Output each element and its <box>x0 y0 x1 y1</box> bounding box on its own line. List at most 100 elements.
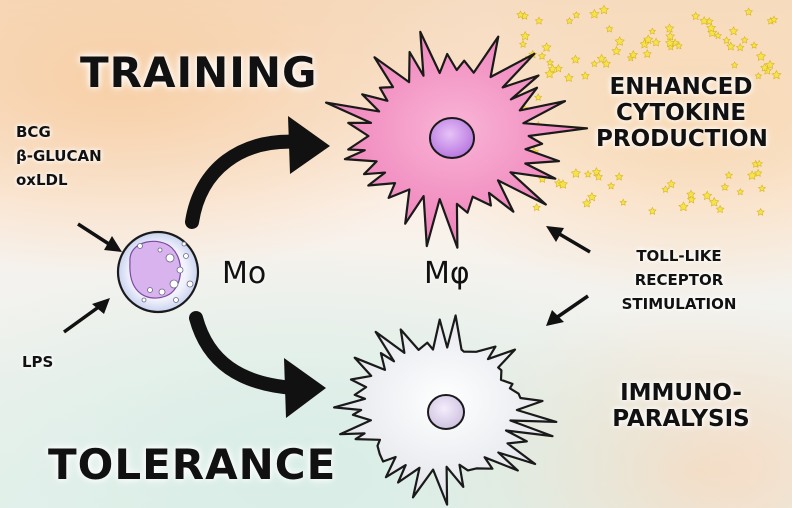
cytokine-star <box>735 43 745 52</box>
cytokine-star <box>614 36 625 46</box>
cytokine-star <box>590 59 599 68</box>
granule <box>157 247 163 253</box>
granule <box>169 279 179 289</box>
cytokine-star <box>665 38 675 48</box>
cytokine-star <box>580 71 590 80</box>
cytokine-star <box>765 59 775 70</box>
cytokine-star <box>708 196 720 207</box>
cytokine-star <box>664 23 675 33</box>
stimulus-bcg: BCG <box>16 123 51 141</box>
cytokine-star <box>702 190 713 201</box>
cytokine-star <box>769 15 779 24</box>
cytokine-star <box>755 159 764 167</box>
cytokine-star <box>756 207 765 216</box>
cytokine-star <box>601 58 611 68</box>
cytokine-star <box>516 10 525 19</box>
stimulus-beta-glucan: β-GLUCAN <box>16 147 102 165</box>
cytokine-star <box>728 26 739 36</box>
granule <box>176 266 184 274</box>
cytokine-star <box>546 58 554 67</box>
stimulus-lps: LPS <box>22 353 54 371</box>
cytokine-star <box>619 198 628 206</box>
cytokine-star <box>586 191 597 202</box>
cytokine-star <box>520 30 531 41</box>
cytokine-star <box>589 8 600 19</box>
outcome-bottom-line-2: PARALYSIS <box>612 406 750 432</box>
cytokine-star <box>715 204 725 214</box>
training-arrow <box>185 134 307 229</box>
cytokine-star <box>611 45 622 56</box>
cytokine-star <box>648 206 657 215</box>
stimuli-arrow <box>77 222 113 248</box>
cytokine-star <box>714 31 723 40</box>
cytokine-star <box>565 16 574 25</box>
cytokine-star <box>581 198 592 208</box>
cytokine-star <box>594 172 604 181</box>
tlr-line-3: STIMULATION <box>621 295 737 313</box>
cytokine-star <box>744 7 754 16</box>
cytokine-star <box>607 181 616 190</box>
tolerance-arrow <box>189 311 301 395</box>
training-arrowhead <box>288 116 330 174</box>
granule <box>181 241 187 247</box>
cytokine-star <box>537 51 547 60</box>
cytokine-star <box>544 68 555 79</box>
monocyte-granules <box>137 241 194 303</box>
trained-nucleus <box>429 117 475 159</box>
stimuli-arrowhead <box>104 236 122 252</box>
cytokine-star <box>665 31 676 41</box>
cytokine-star <box>750 41 759 49</box>
cytokine-star <box>541 42 552 52</box>
cytokine-star <box>570 54 581 64</box>
cytokine-star <box>643 34 654 45</box>
granule <box>186 280 194 288</box>
granule <box>137 243 143 249</box>
cytokine-star <box>628 49 639 59</box>
monocyte-label: Mo <box>222 256 267 291</box>
tlr-line-1: TOLL-LIKE <box>636 247 722 265</box>
cytokine-star <box>532 203 541 212</box>
granule <box>147 287 153 293</box>
cytokine-star <box>699 16 709 25</box>
outcome-enhanced-cytokine: ENHANCED CYTOKINE PRODUCTION <box>596 74 768 152</box>
cytokine-star <box>534 93 543 101</box>
cytokine-star <box>736 188 745 196</box>
cytokine-star <box>596 53 607 64</box>
lps-arrowhead <box>92 298 110 314</box>
lps-arrow <box>62 304 102 334</box>
training-title: TRAINING <box>80 48 318 97</box>
cytokine-star <box>726 41 736 51</box>
cytokine-star <box>674 41 683 50</box>
tlr-arrowhead-down <box>546 310 564 326</box>
tolerance-title: TOLERANCE <box>48 440 337 489</box>
stimuli-list: BCG β-GLUCAN oxLDL <box>16 120 102 192</box>
cytokine-star <box>686 189 696 199</box>
cytokine-star <box>557 179 569 189</box>
cytokine-star <box>648 27 657 35</box>
tolerant-nucleus <box>427 394 465 430</box>
cytokine-star <box>614 172 624 181</box>
cytokine-star <box>746 170 758 180</box>
granule <box>183 253 189 259</box>
cytokine-star <box>706 22 717 33</box>
cytokine-star <box>534 16 544 25</box>
cytokine-star <box>651 37 661 47</box>
tlr-arrow-up <box>555 230 591 254</box>
cytokine-star <box>572 11 581 19</box>
tlr-arrowhead-up <box>546 226 564 242</box>
tolerance-arrowhead <box>284 358 326 418</box>
outcome-top-line-2: CYTOKINE <box>615 100 747 126</box>
cytokine-star <box>583 170 593 178</box>
cytokine-star <box>642 49 652 58</box>
outcome-immunoparalysis: IMMUNO- PARALYSIS <box>596 380 766 432</box>
cytokine-star <box>730 61 739 69</box>
cytokine-star <box>563 72 574 82</box>
cytokine-star <box>605 24 614 33</box>
granule <box>158 288 166 296</box>
cytokine-star <box>570 168 582 178</box>
cytokine-star <box>691 11 701 21</box>
cytokine-star <box>753 168 763 177</box>
cytokine-star <box>757 184 767 193</box>
tlr-line-2: RECEPTOR <box>634 271 724 289</box>
